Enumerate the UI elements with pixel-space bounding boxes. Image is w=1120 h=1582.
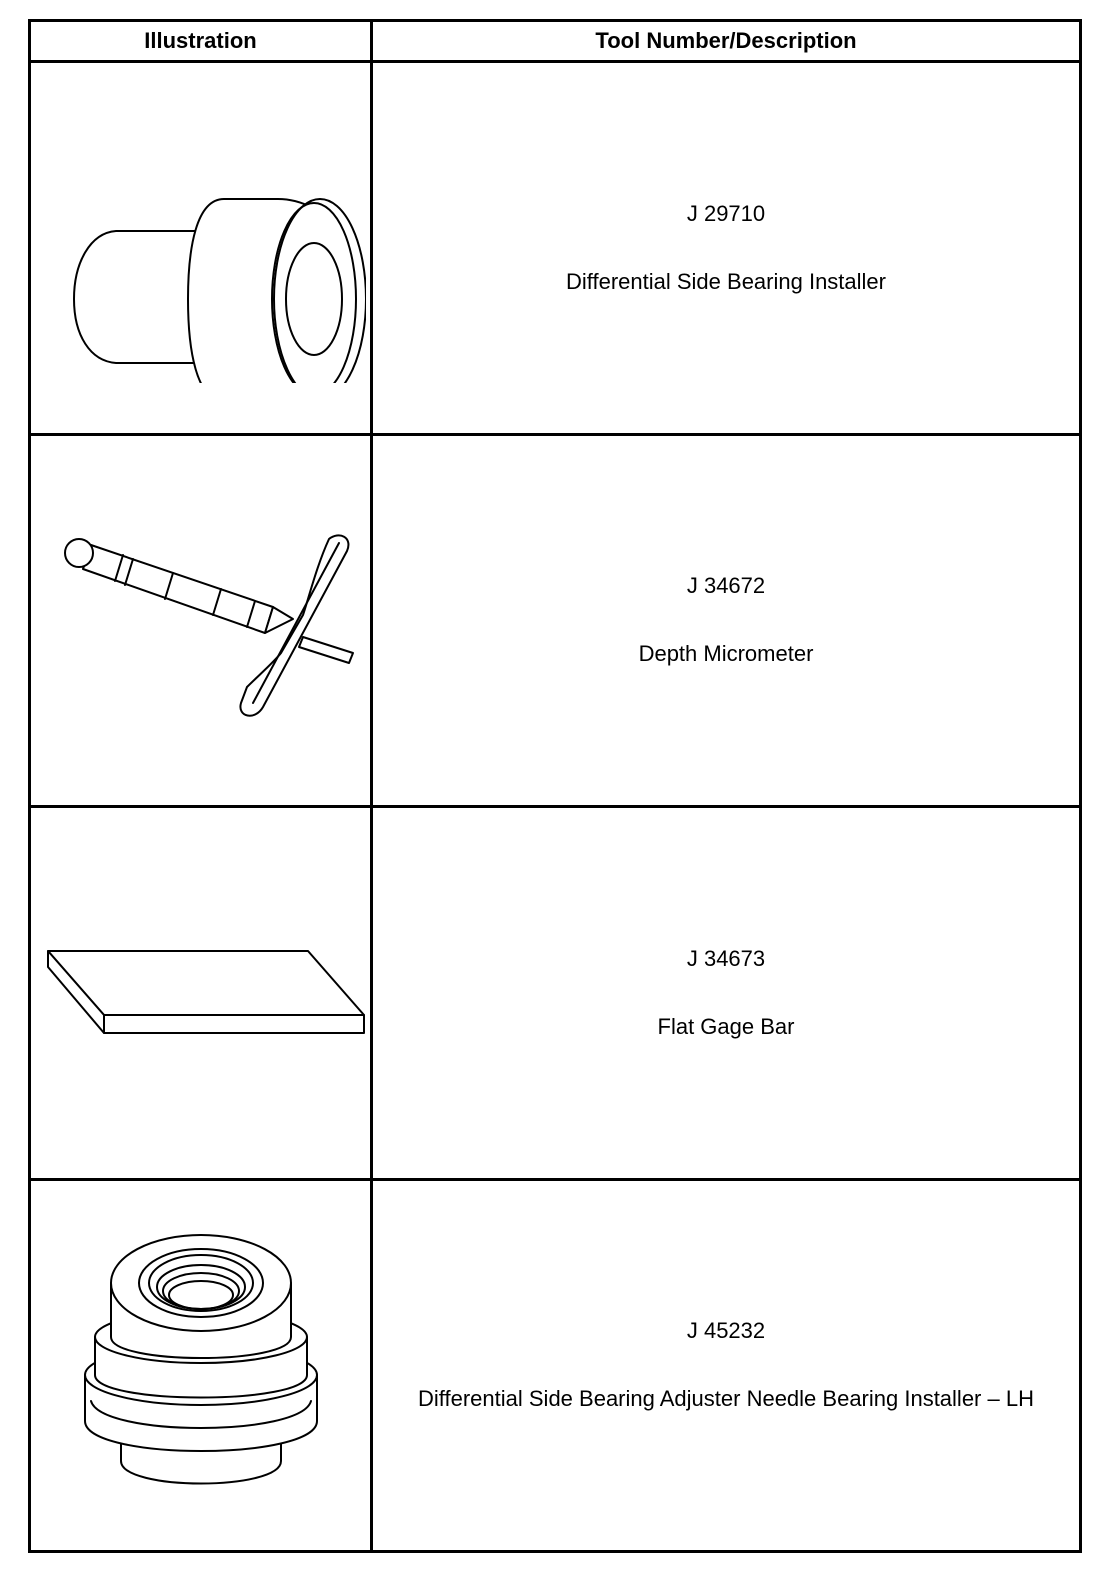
tool-header: Tool Number/Description	[370, 19, 1082, 63]
tool-number: J 34672	[686, 573, 766, 599]
illustration-cell	[28, 60, 373, 436]
flat-gage-bar-icon	[46, 949, 365, 1034]
tool-number: J 29710	[686, 200, 766, 226]
table-row: J 29710 Differential Side Bearing Instal…	[28, 60, 1082, 436]
tool-description-cell: J 29710 Differential Side Bearing Instal…	[370, 60, 1082, 436]
illustration-cell	[28, 805, 373, 1181]
depth-micrometer-icon	[63, 534, 354, 717]
bearing-installer-icon	[72, 197, 366, 383]
special-tools-table: Illustration Tool Number/Description	[28, 19, 1082, 1553]
table-row: J 34672 Depth Micrometer	[28, 432, 1082, 808]
table-row: J 45232 Differential Side Bearing Adjust…	[28, 1177, 1082, 1553]
tool-description: Differential Side Bearing Installer	[566, 268, 886, 294]
tool-number: J 34673	[686, 945, 766, 971]
tool-description-cell: J 34672 Depth Micrometer	[370, 432, 1082, 808]
needle-bearing-installer-icon	[83, 1234, 318, 1485]
tool-description: Flat Gage Bar	[657, 1013, 795, 1039]
illustration-cell	[28, 432, 373, 808]
tool-description: Differential Side Bearing Adjuster Needl…	[418, 1386, 1034, 1412]
tool-description-cell: J 34673 Flat Gage Bar	[370, 805, 1082, 1181]
tool-description: Depth Micrometer	[638, 641, 814, 667]
table-header-row: Illustration Tool Number/Description	[28, 19, 1082, 63]
tool-number: J 45232	[686, 1318, 766, 1344]
tool-description-cell: J 45232 Differential Side Bearing Adjust…	[370, 1177, 1082, 1553]
illustration-header: Illustration	[28, 19, 373, 63]
illustration-cell	[28, 1177, 373, 1553]
table-row: J 34673 Flat Gage Bar	[28, 805, 1082, 1181]
